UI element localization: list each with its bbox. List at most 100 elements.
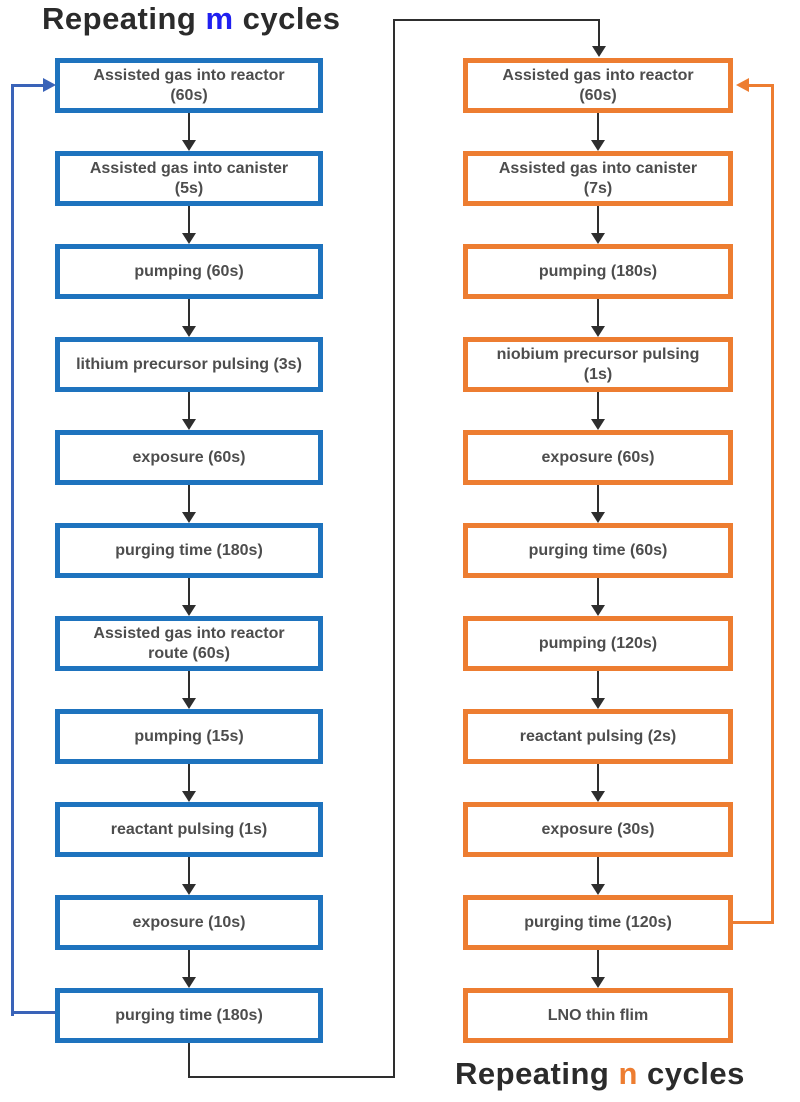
column-connector-top-line: [393, 19, 600, 21]
down-arrow-shaft: [597, 206, 599, 233]
left-title-variable: m: [205, 1, 234, 36]
flow-step: purging time (180s): [55, 988, 323, 1043]
down-arrow-icon: [463, 485, 733, 523]
flow-step-box: pumping (60s): [55, 244, 323, 299]
left-cycle-title: Repeating m cycles: [42, 1, 340, 37]
down-arrow-shaft: [188, 857, 190, 884]
right-flow-column: Assisted gas into reactor (60s) Assisted …: [463, 58, 733, 1043]
down-arrow-icon: [463, 764, 733, 802]
down-arrow-shaft: [597, 392, 599, 419]
down-arrow-shaft: [188, 392, 190, 419]
flow-step-box: purging time (180s): [55, 523, 323, 578]
right-loop-top-line: [749, 84, 774, 87]
column-connector-arrowhead-icon: [592, 46, 606, 57]
flow-step-label: LNO thin flim: [547, 1006, 649, 1024]
flow-step-label: Assisted gas into canister: [89, 159, 289, 177]
down-arrow-shaft: [188, 671, 190, 698]
left-loop-vertical-line: [11, 84, 14, 1016]
down-arrow-icon: [463, 299, 733, 337]
flow-step-label: (60s): [579, 86, 617, 104]
flow-step-label: purging time (60s): [528, 541, 668, 559]
down-arrow-icon: [55, 671, 323, 709]
flow-step-box: Assisted gas into canister(5s): [55, 151, 323, 206]
flow-step: pumping (15s): [55, 709, 323, 802]
flow-step: Assisted gas into canister(5s): [55, 151, 323, 244]
down-arrow-shaft: [597, 950, 599, 977]
flow-step-label: reactant pulsing (1s): [110, 820, 268, 838]
flow-step-box: exposure (60s): [55, 430, 323, 485]
down-arrow-icon: [463, 113, 733, 151]
flow-step-box: Assisted gas into canister (7s): [463, 151, 733, 206]
down-arrow-head: [591, 326, 605, 337]
down-arrow-shaft: [597, 578, 599, 605]
down-arrow-shaft: [188, 206, 190, 233]
flow-step: niobium precursor pulsing(1s): [463, 337, 733, 430]
flow-step-label: Assisted gas into canister: [498, 159, 698, 177]
down-arrow-shaft: [597, 485, 599, 512]
down-arrow-head: [182, 326, 196, 337]
down-arrow-icon: [463, 578, 733, 616]
flow-step-box: exposure (10s): [55, 895, 323, 950]
flow-step-box: reactant pulsing (2s): [463, 709, 733, 764]
right-cycle-title: Repeating n cycles: [455, 1056, 745, 1092]
flow-step-label: (7s): [583, 179, 613, 197]
column-connector-riser-line: [393, 19, 395, 1078]
left-loop-bottom-line: [11, 1011, 55, 1014]
flow-step-box: purging time (120s): [463, 895, 733, 950]
down-arrow-icon: [55, 578, 323, 616]
flow-step-label: pumping (180s): [538, 262, 658, 280]
flow-step-label: purging time (180s): [115, 1006, 263, 1024]
flow-step: Assisted gas into reactor(60s): [55, 58, 323, 151]
flow-step-box: purging time (60s): [463, 523, 733, 578]
left-flow-column: Assisted gas into reactor(60s) Assisted …: [55, 58, 323, 1043]
flow-step-label: exposure (60s): [541, 448, 655, 466]
down-arrow-icon: [463, 950, 733, 988]
down-arrow-head: [591, 791, 605, 802]
down-arrow-shaft: [188, 950, 190, 977]
down-arrow-shaft: [597, 113, 599, 140]
flow-step-label: Assisted gas into reactor: [93, 66, 285, 84]
left-loop-top-line: [11, 84, 43, 87]
flow-step: exposure (10s): [55, 895, 323, 988]
down-arrow-head: [591, 233, 605, 244]
flow-step: purging time (120s): [463, 895, 733, 988]
flow-step: pumping (180s): [463, 244, 733, 337]
flow-step-label: exposure (60s): [132, 448, 246, 466]
down-arrow-shaft: [188, 764, 190, 791]
down-arrow-head: [591, 140, 605, 151]
flow-step: Assisted gas into reactor (60s): [463, 58, 733, 151]
down-arrow-head: [591, 698, 605, 709]
flow-step: pumping (60s): [55, 244, 323, 337]
down-arrow-icon: [55, 950, 323, 988]
flow-step: Assisted gas into canister (7s): [463, 151, 733, 244]
flow-step: reactant pulsing (1s): [55, 802, 323, 895]
down-arrow-head: [182, 512, 196, 523]
flow-step: purging time (180s): [55, 523, 323, 616]
down-arrow-head: [591, 512, 605, 523]
down-arrow-head: [591, 884, 605, 895]
flow-step-label: Assisted gas into reactor: [502, 66, 694, 84]
flow-step: purging time (60s): [463, 523, 733, 616]
down-arrow-icon: [463, 857, 733, 895]
flow-step-box: pumping (120s): [463, 616, 733, 671]
flow-step-box: pumping (15s): [55, 709, 323, 764]
flow-step-box: lithium precursor pulsing (3s): [55, 337, 323, 392]
down-arrow-shaft: [597, 671, 599, 698]
down-arrow-head: [591, 419, 605, 430]
column-connector-bottom-line: [188, 1076, 395, 1078]
right-title-variable: n: [618, 1056, 638, 1091]
flow-step-label: (1s): [583, 365, 613, 383]
column-connector-exit-line: [188, 1043, 190, 1078]
down-arrow-icon: [55, 857, 323, 895]
flow-step-label: purging time (180s): [115, 541, 263, 559]
flow-step-label: pumping (60s): [134, 262, 244, 280]
down-arrow-icon: [55, 206, 323, 244]
flow-step: lithium precursor pulsing (3s): [55, 337, 323, 430]
right-loop-arrowhead-icon: [736, 78, 749, 92]
flow-step-label: purging time (120s): [524, 913, 672, 931]
flow-step-label: pumping (15s): [134, 727, 244, 745]
down-arrow-icon: [463, 392, 733, 430]
down-arrow-shaft: [597, 299, 599, 326]
